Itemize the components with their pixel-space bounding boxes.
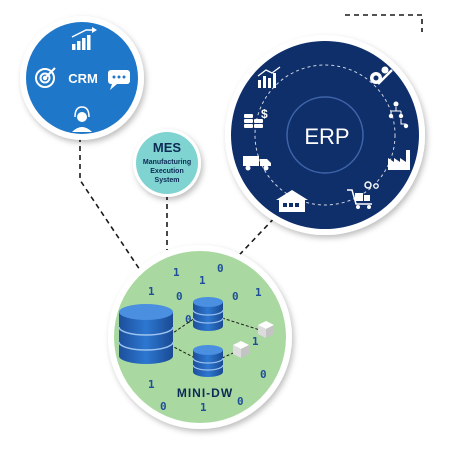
bit: 0 xyxy=(237,395,244,408)
truck-icon xyxy=(243,156,271,171)
mes-line-1: Manufacturing xyxy=(143,159,191,166)
erp-node: ERP xyxy=(225,35,425,235)
cube-icon xyxy=(258,321,274,338)
mes-line-2: Execution xyxy=(150,168,183,175)
chart-bars-icon xyxy=(71,27,97,50)
bit: 1 xyxy=(148,285,155,298)
database-small-icon xyxy=(192,297,224,331)
target-icon xyxy=(35,67,56,88)
connector-erp-top xyxy=(345,14,423,32)
erp-dashed-orbit xyxy=(254,64,396,206)
database-small-icon xyxy=(192,345,224,377)
mini-dw-circle xyxy=(114,251,286,423)
warehouse-icon xyxy=(276,190,308,212)
erp-inner-ring xyxy=(286,96,364,174)
bit: 0 xyxy=(217,262,224,275)
crm-circle xyxy=(26,22,138,134)
mes-line-3: System xyxy=(155,177,180,184)
settings-icon xyxy=(370,66,393,85)
mini-dw-label: MINI-DW xyxy=(177,386,233,400)
bit: 0 xyxy=(176,290,183,303)
bit: 0 xyxy=(185,313,192,326)
bit: 1 xyxy=(255,286,262,299)
chart-icon xyxy=(257,66,281,88)
bit: 1 xyxy=(200,401,207,414)
mini-dw-node: 1 0 1 0 1 0 1 1 0 0 1 0 0 1 1 xyxy=(108,245,292,429)
erp-label: ERP xyxy=(304,124,349,149)
bit: 0 xyxy=(232,290,239,303)
bit: 1 xyxy=(148,378,155,391)
cube-icon xyxy=(233,341,249,358)
bit: 0 xyxy=(260,368,267,381)
money-icon: $ xyxy=(244,107,268,128)
mes-node: MES Manufacturing Execution System xyxy=(133,129,201,197)
cart-icon xyxy=(347,181,379,209)
crm-node: CRM xyxy=(20,16,144,140)
connector-crm-dw xyxy=(79,128,141,271)
bit: 1 xyxy=(173,266,180,279)
bit: 0 xyxy=(160,400,167,413)
bit: 1 xyxy=(252,335,259,348)
crm-label: CRM xyxy=(68,71,98,86)
mes-title: MES xyxy=(153,140,182,155)
factory-icon xyxy=(388,150,410,170)
chat-icon xyxy=(108,70,130,90)
database-large-icon xyxy=(118,304,174,364)
erp-circle xyxy=(231,41,419,229)
mes-circle xyxy=(136,132,198,194)
bit: 1 xyxy=(199,274,206,287)
support-agent-icon xyxy=(72,106,92,132)
svg-text:$: $ xyxy=(261,107,268,121)
org-chart-icon xyxy=(388,101,409,129)
